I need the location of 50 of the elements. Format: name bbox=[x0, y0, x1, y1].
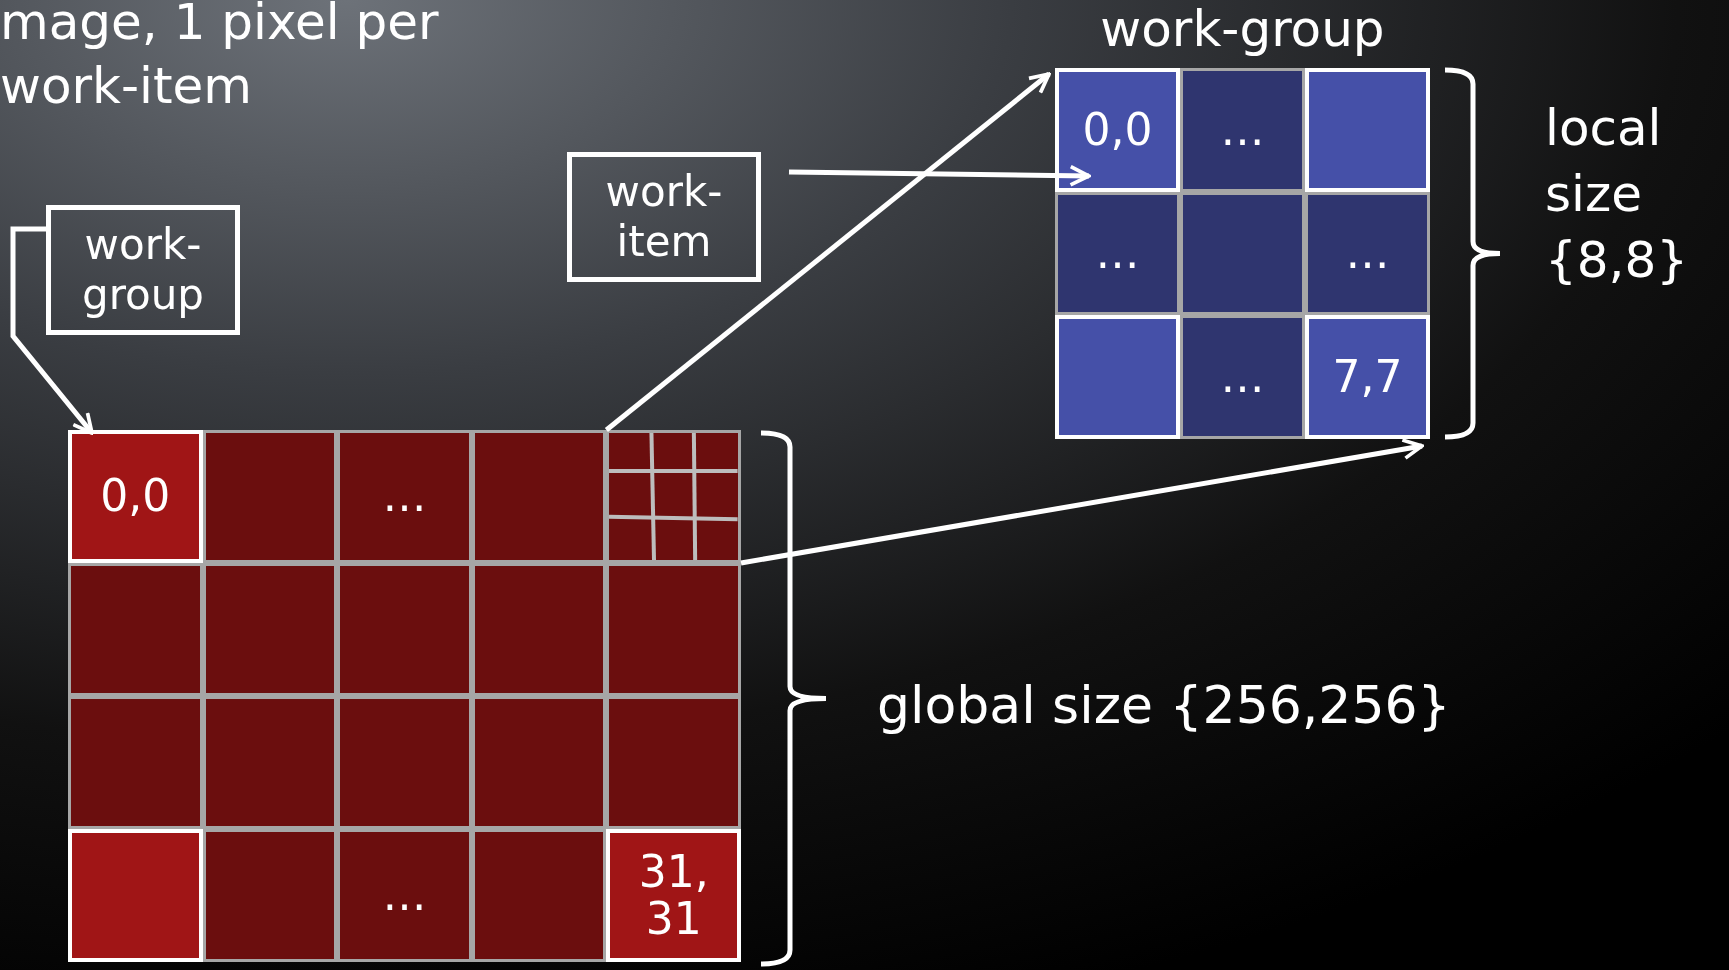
arrow bbox=[740, 438, 1424, 566]
grid-cell bbox=[606, 696, 741, 829]
grid-cell bbox=[202, 696, 338, 829]
grid-cell bbox=[606, 563, 741, 696]
grid-cell bbox=[1305, 315, 1430, 439]
grid-cell bbox=[202, 829, 338, 962]
grid bbox=[68, 430, 741, 962]
arrow bbox=[788, 164, 1091, 187]
cell-label: … bbox=[1219, 354, 1266, 401]
label-box bbox=[567, 152, 761, 282]
grid-cell bbox=[202, 563, 338, 696]
grid-cell bbox=[337, 430, 472, 563]
grid-cell bbox=[337, 696, 472, 829]
label-text: work-group bbox=[81, 219, 205, 321]
label-text: work-item bbox=[604, 166, 724, 268]
grid-cell bbox=[1180, 315, 1305, 439]
grid-cell bbox=[1305, 191, 1430, 316]
cell-label: … bbox=[381, 473, 428, 520]
cell-label: … bbox=[381, 872, 428, 919]
size-label: global size {256,256} bbox=[877, 674, 1452, 737]
cell-label: 31, 31 bbox=[637, 849, 710, 942]
grid-cell bbox=[471, 829, 607, 962]
label-box bbox=[46, 205, 240, 335]
grid-title: work-group bbox=[1099, 0, 1386, 58]
grid-cell bbox=[1305, 68, 1430, 192]
grid-cell bbox=[68, 563, 203, 696]
grid-cell bbox=[1055, 191, 1180, 316]
cell-label: … bbox=[1219, 106, 1266, 153]
grid-cell bbox=[471, 430, 607, 563]
grid-cell bbox=[471, 696, 607, 829]
grid-cell bbox=[337, 563, 472, 696]
grid-cell bbox=[606, 829, 741, 962]
cell-label: 0,0 bbox=[1081, 106, 1154, 153]
size-label: local size {8,8} bbox=[1545, 98, 1690, 291]
arrow bbox=[604, 72, 1051, 432]
grid-cell bbox=[68, 829, 203, 962]
grid-cell bbox=[1180, 68, 1305, 192]
grid-cell bbox=[1055, 68, 1180, 192]
grid-cell bbox=[471, 563, 607, 696]
cell-label: … bbox=[1094, 230, 1141, 277]
grid-cell bbox=[1055, 315, 1180, 439]
cell-label: … bbox=[1344, 230, 1391, 277]
grid-cell bbox=[68, 696, 203, 829]
grid-cell bbox=[337, 829, 472, 962]
cell-label: 0,0 bbox=[99, 473, 172, 520]
grid-cell bbox=[1180, 191, 1305, 316]
heading-text: mage, 1 pixel per work-item bbox=[0, 0, 440, 117]
grid-cell bbox=[202, 430, 338, 563]
cell-label: 7,7 bbox=[1331, 354, 1404, 401]
grid-cell bbox=[68, 430, 203, 563]
